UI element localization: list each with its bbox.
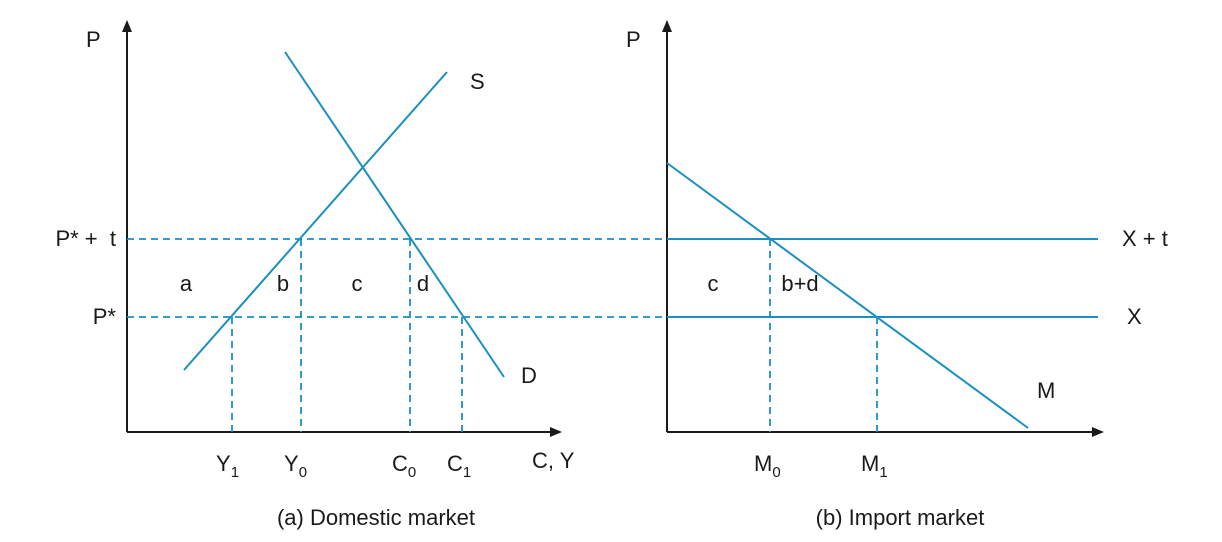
panel-import-market: P X + t X M c b+d M0 M1 (b) Import marke… [626,20,1168,530]
demand-label: D [521,363,537,388]
export-supply-label: X [1127,304,1142,329]
tick-label-m1: M1 [861,451,888,481]
x-axis-label-a: C, Y [532,448,575,473]
area-c-label: c [352,271,363,296]
tick-label-c1: C1 [447,451,471,481]
y-axis-label-b: P [626,27,641,52]
area-a-label: a [180,271,193,296]
y-axis-label-a: P [86,27,101,52]
area-bd-label: b+d [781,271,818,296]
tick-label-y1: Y1 [216,451,239,481]
tick-label-y0: Y0 [284,451,307,481]
area-d-label: d [417,271,429,296]
caption-import-market: (b) Import market [816,505,985,530]
export-supply-tariff-label: X + t [1122,226,1168,251]
caption-domestic-market: (a) Domestic market [277,505,475,530]
tick-label-m0: M0 [754,451,781,481]
price-tariff-label: P* + t [55,226,116,251]
world-price-label: P* [93,304,117,329]
panel-domestic-market: P S D P* + t P* a b c d Y1 Y0 C0 C1 C, Y… [55,20,667,530]
demand-curve [284,51,505,378]
supply-curve [183,71,448,371]
area-b-label: b [277,271,289,296]
tick-label-c0: C0 [392,451,416,481]
supply-label: S [470,69,485,94]
import-demand-curve [666,162,1029,429]
import-demand-label: M [1037,378,1055,403]
area-c-label-b: c [708,271,719,296]
